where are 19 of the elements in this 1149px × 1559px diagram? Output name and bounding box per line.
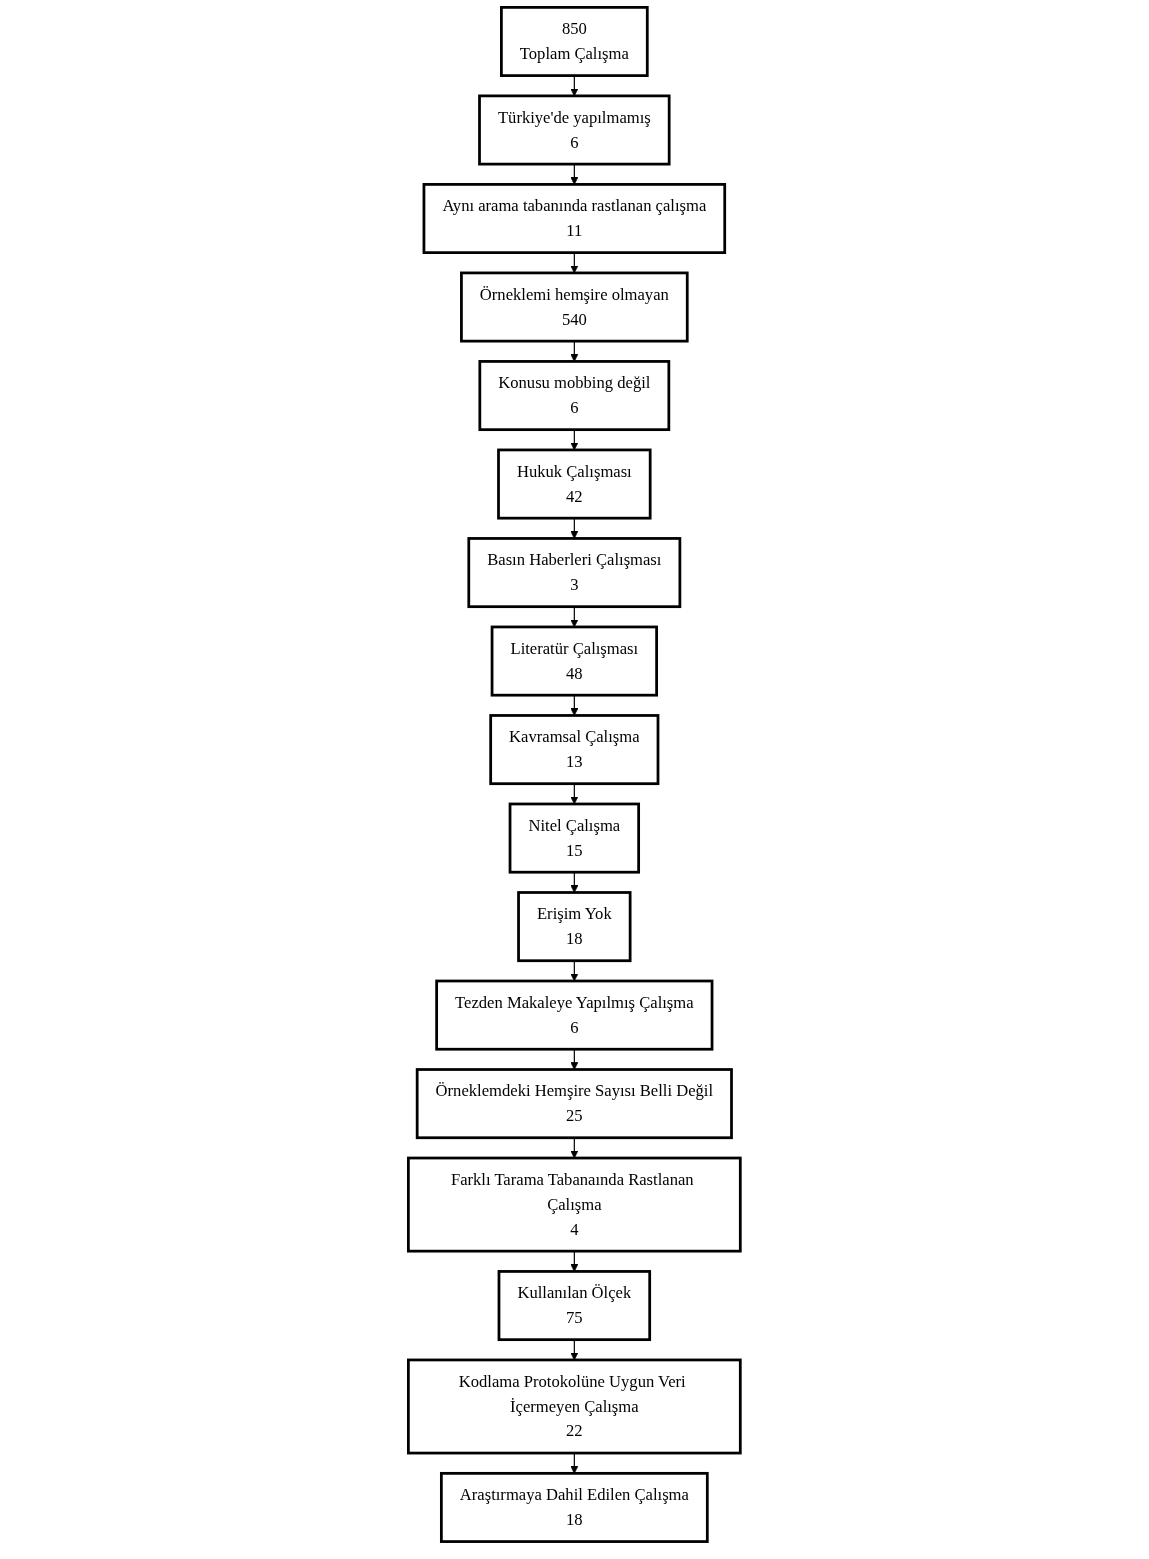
node-box: Türkiye'de yapılmamış 6 (478, 94, 671, 166)
node-box: Araştırmaya Dahil Edilen Çalışma 18 (440, 1471, 709, 1543)
node-box: 850 Toplam Çalışma (500, 6, 649, 77)
node-box: Farklı Tarama Tabanaında Rastlanan Çalışma 4 (407, 1156, 742, 1253)
node-box: Hukuk Çalışması 42 (497, 448, 652, 520)
node-box: Örneklemdeki Hemşire Sayısı Belli Değil 25 (415, 1068, 734, 1140)
node-box: Literatür Çalışması 48 (490, 625, 659, 697)
arrow (570, 960, 579, 982)
node-box: Kavramsal Çalışma 13 (489, 714, 660, 786)
node-box: Konusu mobbing değil 6 (478, 360, 671, 432)
node-box: Kullanılan Ölçek 75 (497, 1270, 652, 1342)
arrow (570, 1137, 579, 1159)
node-box: Tezden Makaleye Yapılmış Çalışma 6 (435, 979, 714, 1051)
node-box: Erişim Yok 18 (517, 891, 632, 963)
node-box: Aynı arama tabanında rastlanan çalışma 11 (422, 183, 727, 254)
node-box: Nitel Çalışma 15 (508, 802, 641, 874)
node-box: Kodlama Protokolüne Uygun Veri İçermeyen Çalışma 22 (407, 1358, 742, 1455)
node-box: Basın Haberleri Çalışması 3 (467, 537, 682, 609)
node-box: Örneklemi hemşire olmayan 540 (460, 271, 689, 343)
